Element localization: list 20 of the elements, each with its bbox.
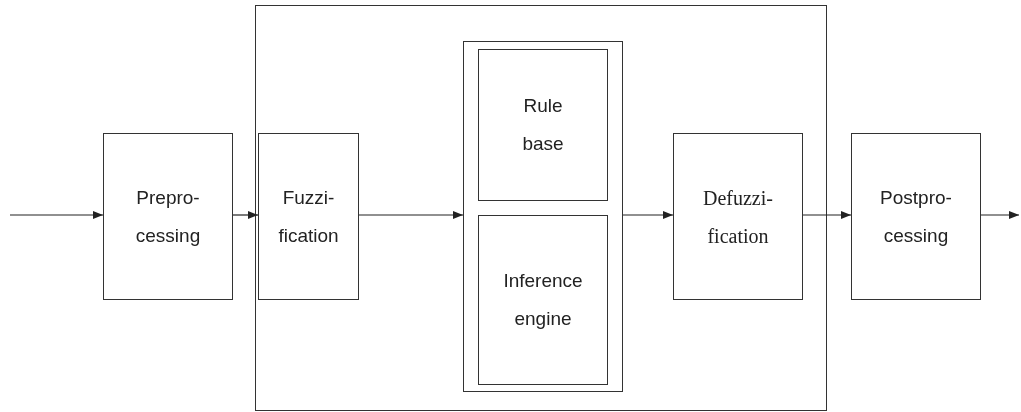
node-label: Inference engine [502, 269, 584, 331]
arrow [232, 211, 259, 219]
group-box [463, 41, 623, 392]
process-box [258, 133, 359, 300]
process-box [103, 133, 233, 300]
process-box [478, 215, 608, 385]
node-label: Postpro- cessing [879, 185, 953, 248]
arrow [622, 211, 674, 219]
arrow [9, 211, 104, 219]
process-box [478, 49, 608, 201]
node-label: Fuzzi- fication [277, 185, 340, 248]
arrow [802, 211, 852, 219]
process-box [673, 133, 803, 300]
process-box [851, 133, 981, 300]
arrow [980, 211, 1020, 219]
group-box [255, 5, 827, 411]
node-label: Prepro- cessing [134, 185, 202, 248]
node-label: Rule base [521, 94, 565, 156]
arrow [358, 211, 464, 219]
node-label: Defuzzi- fication [702, 185, 774, 249]
